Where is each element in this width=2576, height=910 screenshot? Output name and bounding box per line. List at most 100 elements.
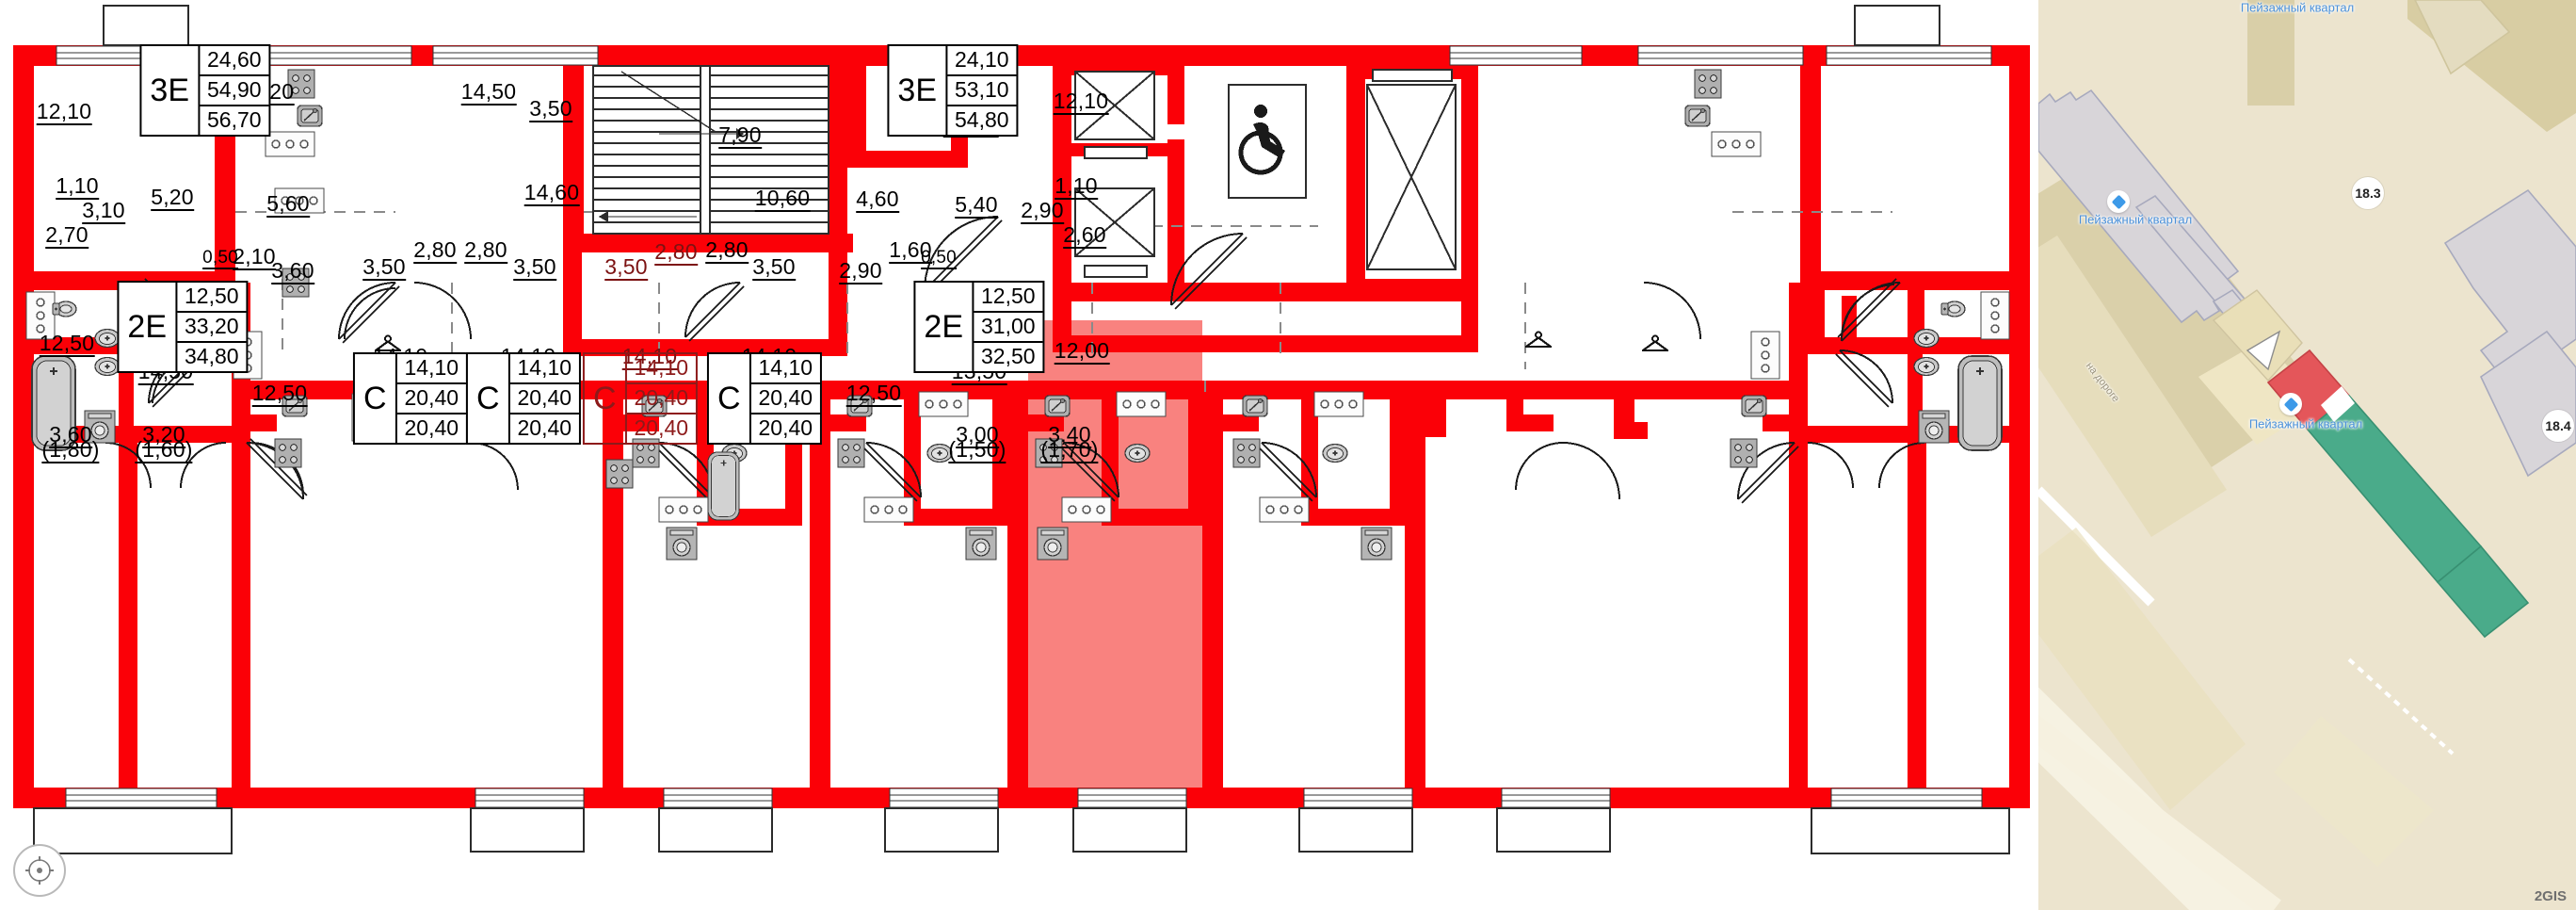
apartment-area-value: 20,40: [509, 384, 580, 414]
apartment-area-value: 54,80: [955, 107, 1009, 132]
map-pin-diamond-icon: [2283, 397, 2298, 412]
area-3-10-left: 3,10: [82, 198, 125, 224]
area-1-80-balcony: (1,80): [41, 437, 100, 463]
area-3-50-a: 3,50: [362, 254, 406, 281]
area-3-50-b: 3,50: [513, 254, 556, 281]
floor-plan-panel[interactable]: 12,1018,2014,503,507,9017,0012,101,103,1…: [0, 0, 2038, 910]
area-12-50-right: 12,50: [845, 381, 902, 407]
apartment-type-letter: C: [468, 354, 510, 443]
apartment-area-value: 53,10: [947, 76, 1017, 106]
area-1-50-balcony: (1,50): [948, 437, 1006, 463]
area-3-50-d: 3,50: [752, 254, 796, 281]
apartment-area-value: 33,20: [177, 313, 247, 343]
map-pin-2[interactable]: [2279, 393, 2302, 415]
map-pin-1[interactable]: [2107, 190, 2130, 213]
area-3-00-balcony: 3,00: [956, 422, 999, 448]
area-12-10-left: 12,10: [36, 99, 92, 125]
area-5-60: 5,60: [266, 191, 310, 218]
map-number-18-3[interactable]: 18.3: [2352, 177, 2384, 209]
map-label-bottom[interactable]: Пейзажный квартал: [2248, 416, 2363, 431]
area-3-60-kitchen: 3,60: [271, 258, 314, 284]
apartment-area-value: 56,70: [207, 107, 262, 132]
compass-widget[interactable]: [13, 844, 66, 897]
area-3-60-balcony: 3,60: [49, 422, 92, 448]
wheelchair-accessible-icon: [1228, 84, 1307, 199]
elevator-shafts: [1074, 69, 1457, 278]
map-block-beige: [2212, 289, 2303, 382]
map-pin-diamond-icon: [2111, 194, 2126, 209]
area-2-80-d: 2,80: [705, 237, 749, 264]
area-14-50-stair: 14,50: [460, 79, 517, 106]
apartment-area-value: 20,40: [626, 384, 697, 414]
apartment-area-value: 24,60: [200, 46, 269, 76]
map-label-top[interactable]: Пейзажный квартал: [2240, 0, 2355, 15]
apartment-area-value: 20,40: [404, 415, 459, 440]
map-drawing: [2038, 0, 2576, 910]
north-arrow-icon: [25, 856, 54, 885]
apartment-area-value: 54,90: [200, 76, 269, 106]
area-4-60: 4,60: [856, 187, 899, 213]
apartment-type-letter: 3E: [889, 46, 948, 135]
apartment-type-letter: C: [709, 354, 751, 443]
apartment-area-value: 24,10: [947, 46, 1017, 76]
area-3-50-c: 3,50: [604, 254, 648, 281]
apartment-area-value: 12,50: [177, 283, 247, 313]
area-0-50-left: 0,50: [202, 248, 238, 269]
area-2-70-left: 2,70: [45, 222, 89, 249]
area-1-60: 1,60: [889, 237, 932, 264]
apartment-area-value: 20,40: [396, 384, 467, 414]
apartment-area-value: 14,10: [509, 354, 580, 384]
map-label-mid[interactable]: Пейзажный квартал: [2078, 212, 2193, 227]
area-10-60: 10,60: [754, 186, 811, 212]
apartment-type-letter: C: [585, 354, 627, 443]
area-5-40: 5,40: [955, 192, 998, 219]
apartment-area-value: 20,40: [517, 415, 572, 440]
apartment-area-value: 14,10: [396, 354, 467, 384]
apartment-type-letter: 2E: [915, 283, 974, 371]
apartment-area-value: 34,80: [185, 344, 239, 368]
apartment-area-value: 20,40: [758, 415, 813, 440]
map-watermark: 2GIS: [2534, 888, 2567, 904]
area-12-50-mid: 12,50: [251, 381, 308, 407]
area-2-60-right: 2,60: [1063, 222, 1106, 249]
area-1-70-balcony: (1,70): [1040, 437, 1099, 463]
staircase: [592, 65, 829, 235]
apartment-area-value: 32,50: [981, 344, 1036, 368]
area-2-80-b: 2,80: [464, 237, 507, 264]
area-0-50-right: 0,50: [921, 248, 957, 269]
area-2-80-a: 2,80: [413, 237, 457, 264]
map-lower-blocks: [2038, 528, 2434, 867]
map-number-18-4[interactable]: 18.4: [2542, 410, 2574, 442]
wall-layer: [13, 45, 2030, 808]
area-12-10-right: 12,10: [1053, 89, 1109, 115]
area-12-00: 12,00: [1054, 338, 1110, 365]
area-14-10-c: 14,10: [621, 344, 678, 370]
apartment-area-value: 14,10: [626, 354, 697, 384]
apartment-type-letter: C: [355, 354, 397, 443]
apartment-type-letter: 3E: [141, 46, 201, 135]
area-7-90: 7,90: [718, 122, 762, 149]
area-5-20: 5,20: [151, 185, 194, 211]
apartment-area-value: 12,50: [974, 283, 1043, 313]
area-3-50-corr: 3,50: [529, 96, 572, 122]
area-12-50-leftbr: 12,50: [39, 331, 95, 357]
area-2-90-right: 2,90: [1021, 198, 1064, 224]
